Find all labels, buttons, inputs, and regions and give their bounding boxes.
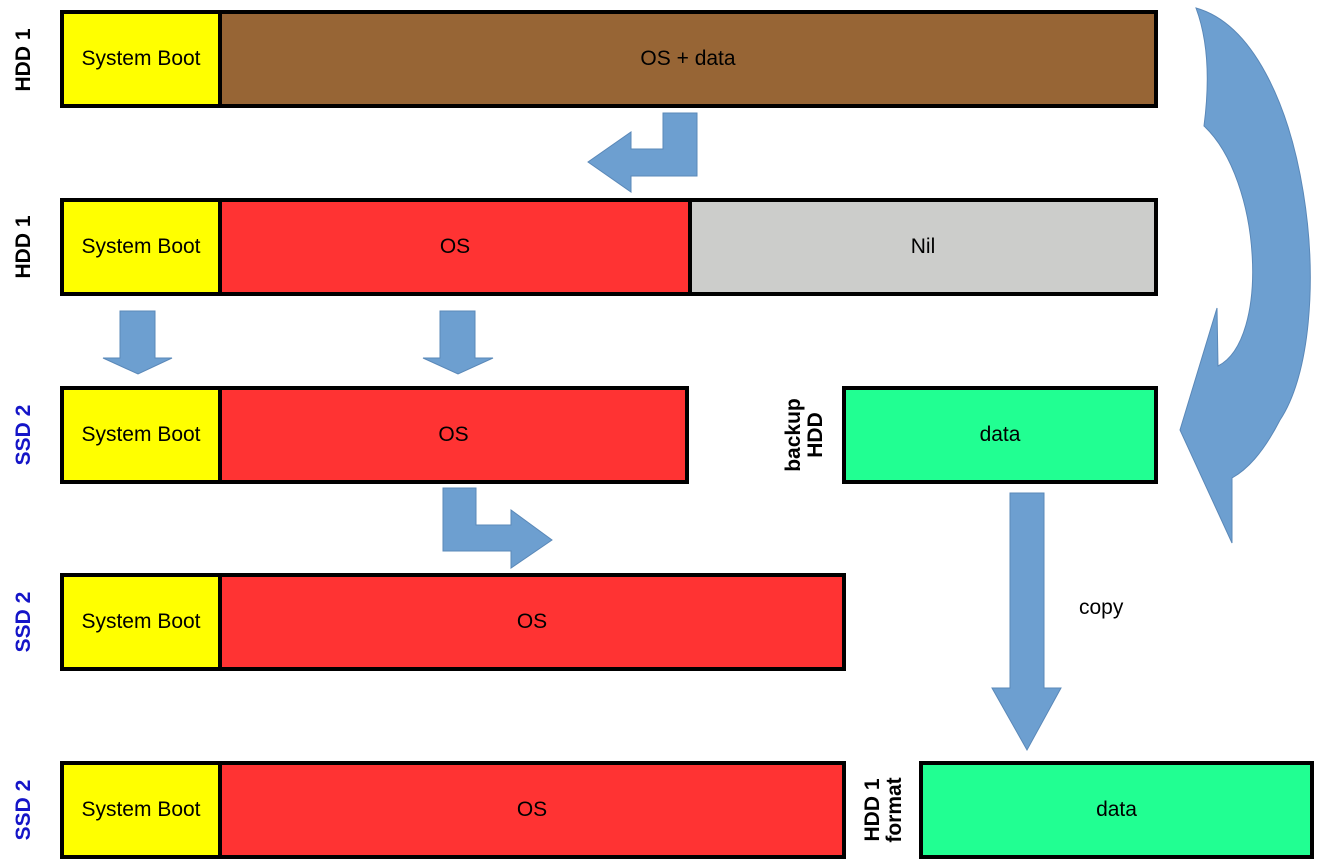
formatted-data-bar: data (919, 761, 1314, 859)
boot-copy-arrow (102, 310, 173, 375)
backup-hdd-label: backup HDD (782, 398, 827, 472)
backup-label-line1: backup (782, 398, 805, 472)
disk-bar-row2: System Boot OS Nil (60, 198, 1158, 296)
os-data-partition: OS + data (640, 47, 736, 70)
boot-partition: System Boot (64, 202, 222, 292)
formatted-hdd-label: HDD 1 format (861, 777, 906, 843)
nil-partition: Nil (910, 235, 936, 258)
disk-label-row2: HDD 1 (12, 215, 35, 279)
disk-bar-row5: System Boot OS (60, 761, 846, 859)
backup-data-bar: data (842, 386, 1158, 484)
disk-label-row5: SSD 2 (12, 779, 35, 841)
backup-curved-arrow (1179, 7, 1311, 544)
copy-down-arrow (991, 492, 1062, 752)
backup-label-line2: HDD (804, 412, 827, 458)
os-partition: OS (516, 610, 548, 633)
disk-label-row1: HDD 1 (12, 28, 35, 92)
disk-bar-row1: System Boot OS + data (60, 10, 1158, 108)
os-partition: OS (222, 202, 692, 292)
disk-bar-row4: System Boot OS (60, 573, 846, 671)
os-partition: OS (516, 798, 548, 821)
target-label-line2: format (883, 777, 906, 843)
disk-label-row4: SSD 2 (12, 591, 35, 653)
disk-bar-row3: System Boot OS (60, 386, 689, 484)
os-partition: OS (438, 423, 469, 446)
boot-partition: System Boot (64, 14, 222, 104)
boot-partition: System Boot (64, 390, 222, 480)
shrink-arrow (587, 112, 698, 193)
os-copy-arrow (422, 310, 494, 375)
boot-partition: System Boot (64, 577, 222, 667)
target-label-line1: HDD 1 (861, 778, 884, 842)
copy-label: copy (1079, 596, 1124, 619)
disk-label-row3: SSD 2 (12, 404, 35, 466)
boot-partition: System Boot (64, 765, 222, 855)
formatted-data-text: data (1096, 798, 1137, 821)
extend-arrow (442, 487, 553, 569)
backup-data-text: data (979, 423, 1021, 446)
